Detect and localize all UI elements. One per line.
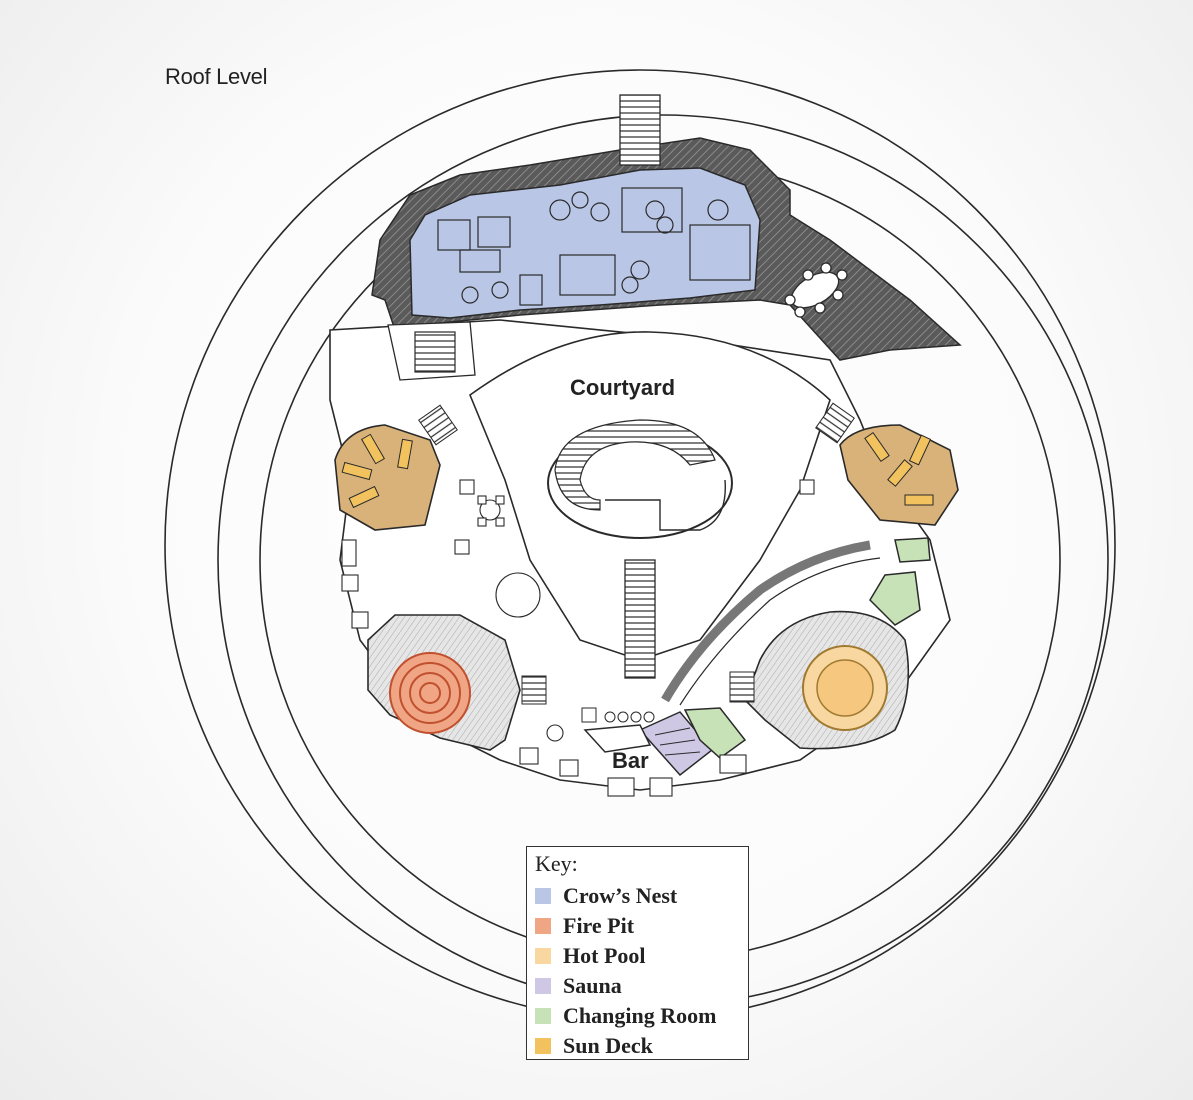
legend-label: Crow’s Nest	[563, 883, 678, 908]
legend-swatch	[535, 1038, 551, 1054]
crows-nest-furniture	[437, 187, 751, 306]
legend-swatch	[535, 918, 551, 934]
hot-pool	[802, 645, 888, 731]
legend-swatch	[535, 948, 551, 964]
stair-hot-pool	[729, 671, 755, 703]
spiral-stair	[554, 419, 716, 511]
sun-deck-left	[334, 424, 441, 531]
legend-label: Sun Deck	[563, 1033, 653, 1058]
bar-label: Bar	[612, 748, 649, 773]
stair-tower	[619, 94, 661, 166]
central-stair	[624, 559, 656, 679]
legend-item: Sun Deck	[535, 1031, 748, 1061]
outdoor-table	[784, 262, 848, 318]
legend-title: Key:	[535, 851, 578, 876]
legend-item: Changing Room	[535, 1001, 748, 1031]
legend-swatch	[535, 888, 551, 904]
stair-to-left-deck	[418, 404, 458, 446]
bar-stools	[604, 711, 655, 723]
crows-nest-room	[409, 167, 761, 319]
legend-item: Hot Pool	[535, 941, 748, 971]
legend-item: Crow’s Nest	[535, 881, 748, 911]
lounge-furniture	[341, 479, 815, 797]
stair-to-right-deck	[815, 402, 855, 444]
fire-pit	[389, 652, 471, 734]
curved-corridor	[661, 540, 871, 703]
level-title: Roof Level	[165, 64, 268, 89]
legend-label: Hot Pool	[563, 943, 646, 968]
courtyard-label: Courtyard	[570, 375, 676, 400]
legend-swatch	[535, 978, 551, 994]
bar-counter	[583, 724, 652, 753]
changing-room-bottom	[683, 707, 747, 759]
legend-item: Sauna	[535, 971, 748, 1001]
legend-item: Fire Pit	[535, 911, 748, 941]
legend-label: Changing Room	[563, 1003, 717, 1028]
stair-fire-pit	[521, 675, 547, 705]
legend-swatch	[535, 1008, 551, 1024]
changing-room-right	[869, 571, 921, 626]
legend-label: Sauna	[563, 973, 622, 998]
changing-room-right-top	[894, 537, 931, 563]
legend-label: Fire Pit	[563, 913, 635, 938]
left-stair	[414, 331, 456, 373]
